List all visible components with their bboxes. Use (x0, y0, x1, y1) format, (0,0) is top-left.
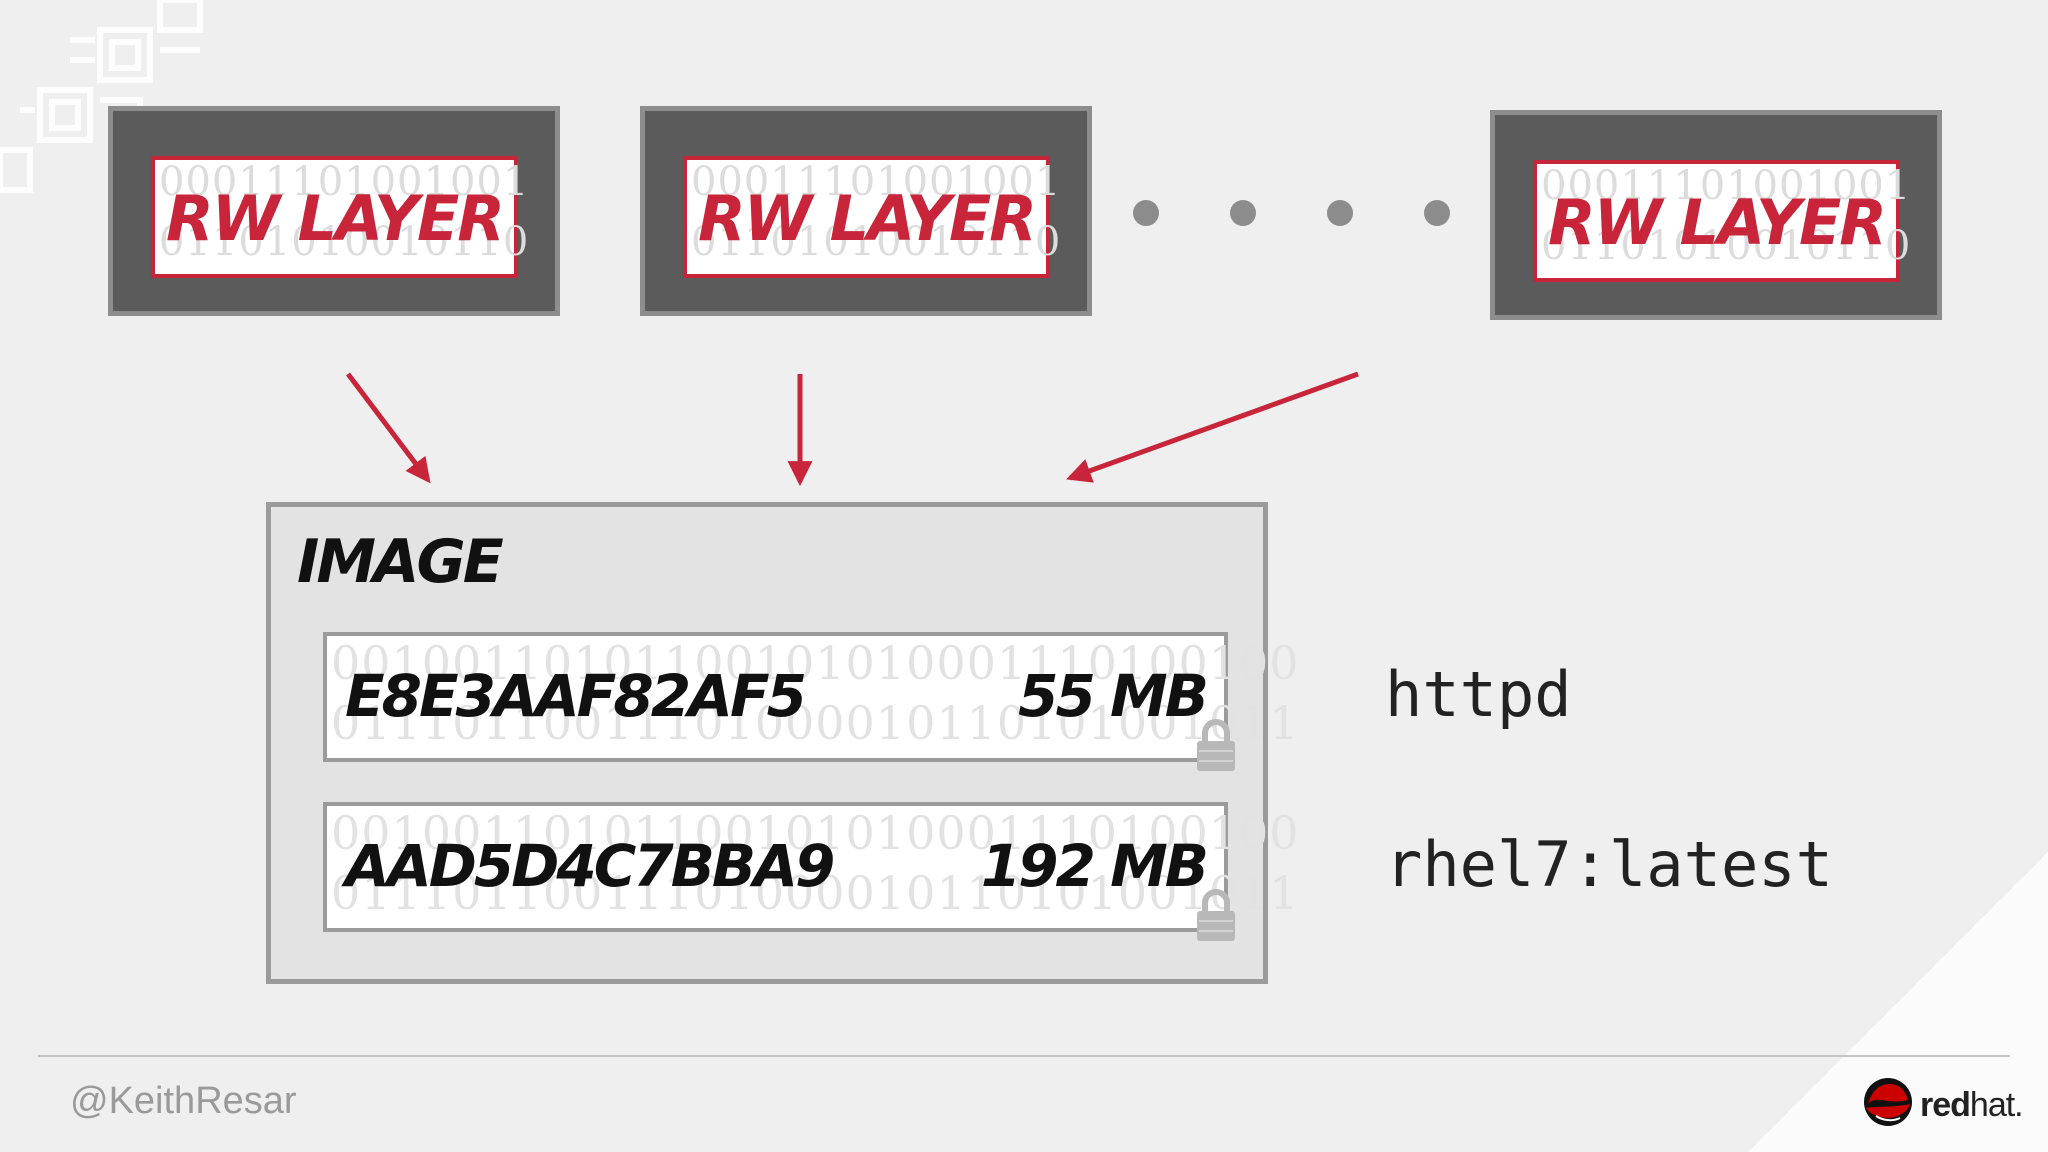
layer-size: 192 MB (980, 832, 1209, 900)
binary-background-text: 00011101001001 (691, 159, 1062, 205)
logo-wordmark: redhat. (1920, 1086, 2024, 1125)
binary-background-text: 01110110011101000010110101001011 (331, 866, 1300, 920)
logo-text-red: red (1920, 1086, 1971, 1124)
rw-layer-block-3: 00011101001001 01101010010110 RW LAYER (1490, 110, 1942, 320)
arrow-3 (1066, 371, 1359, 483)
layer-hash: E8E3AAF82AF5 (345, 662, 807, 730)
logo-text-hat: hat. (1969, 1086, 2024, 1124)
image-container: IMAGE 00100110101100101010001110100100 0… (266, 502, 1300, 984)
lock-icon (1197, 719, 1235, 771)
layer-size: 55 MB (1018, 662, 1209, 730)
binary-background-text: 00100110101100101010001110100100 (331, 806, 1300, 860)
image-layer-2: 00100110101100101010001110100100 0111011… (323, 802, 1300, 932)
tag-label-rhel7: rhel7:latest (1385, 828, 1833, 901)
rw-layer-label: RW LAYER (697, 182, 1037, 255)
rw-layer-block-2: 00011101001001 01101010010110 RW LAYER (640, 106, 1092, 316)
lock-icon (1197, 889, 1235, 941)
shadowman-icon (1864, 1078, 1912, 1126)
binary-background-text: 01101010010110 (159, 219, 530, 265)
binary-background-text: 01101010010110 (691, 219, 1062, 265)
image-title: IMAGE (297, 527, 504, 597)
ellipsis-dot (1230, 200, 1256, 226)
ellipsis-dot (1327, 200, 1353, 226)
binary-background-text: 00100110101100101010001110100100 (331, 636, 1300, 690)
tag-label-httpd: httpd (1385, 658, 1572, 731)
rw-layer-card: 00011101001001 01101010010110 RW LAYER (1533, 160, 1912, 282)
image-layer-1: 00100110101100101010001110100100 0111011… (323, 632, 1300, 762)
redhat-logo: redhat. (1862, 1076, 2024, 1132)
binary-background-text: 01101010010110 (1541, 223, 1912, 269)
layer-hash: AAD5D4C7BBA9 (345, 832, 835, 900)
author-handle: @KeithResar (70, 1080, 297, 1122)
ellipsis-dot (1133, 200, 1159, 226)
rw-layer-card: 00011101001001 01101010010110 RW LAYER (151, 156, 530, 278)
footer-divider (38, 1055, 2010, 1057)
binary-background-text: 00011101001001 (159, 159, 530, 205)
ellipsis-dot (1424, 200, 1450, 226)
rw-layer-label: RW LAYER (165, 182, 505, 255)
rw-layer-card: 00011101001001 01101010010110 RW LAYER (683, 156, 1062, 278)
rw-layer-block-1: 00011101001001 01101010010110 RW LAYER (108, 106, 560, 316)
rw-layer-label: RW LAYER (1547, 186, 1887, 259)
binary-background-text: 01110110011101000010110101001011 (331, 696, 1300, 750)
arrow-1 (346, 372, 431, 484)
binary-background-text: 00011101001001 (1541, 163, 1912, 209)
corner-pattern-decoration (0, 0, 203, 193)
